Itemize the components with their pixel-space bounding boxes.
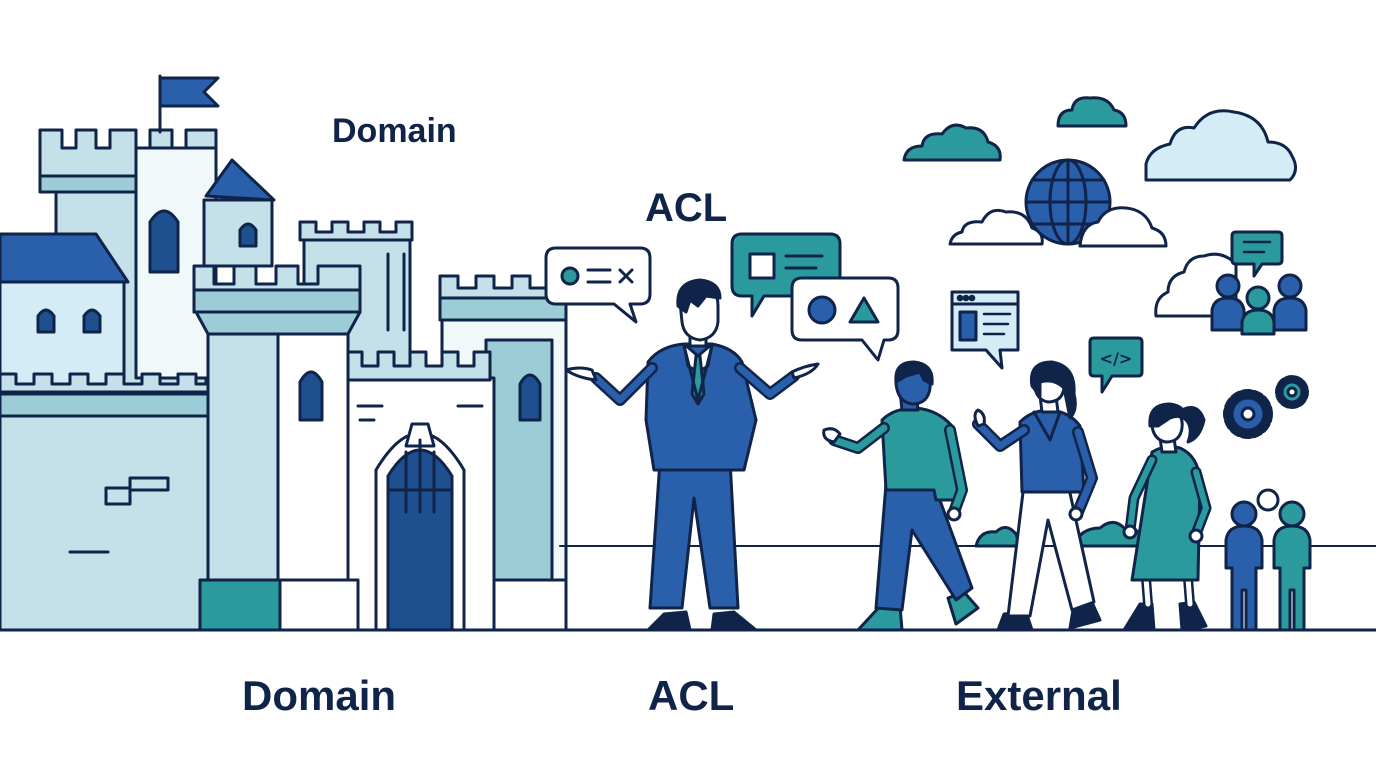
external-person-girl (1122, 402, 1212, 632)
flag-icon (158, 74, 220, 134)
domain-caption: Domain (242, 672, 397, 719)
cloud-icon (1056, 96, 1128, 128)
domain-title-top: Domain (332, 112, 457, 150)
castle (0, 74, 568, 632)
external-person-woman (972, 360, 1102, 632)
browser-icon (950, 290, 1020, 370)
cloud-icon (1144, 109, 1297, 182)
group-icon (1210, 273, 1308, 336)
acl-caption: ACL (648, 672, 735, 719)
acl-person-jacket (644, 342, 758, 472)
castle-roof-left (0, 232, 130, 284)
gear-icon (1223, 375, 1309, 439)
external-caption: External (956, 672, 1122, 719)
shapes-icon (790, 276, 900, 362)
acl-bubbles (544, 232, 900, 362)
globe-icon (1024, 158, 1112, 246)
cloud-icon (1078, 206, 1168, 248)
castle-gate-door (386, 448, 454, 632)
chat-icon (1230, 230, 1284, 278)
external-small-group (1224, 488, 1312, 632)
code-icon: </> (1088, 336, 1144, 394)
castle-left-wall (0, 390, 216, 632)
acl-person (564, 278, 820, 632)
acl-person-legs (648, 458, 740, 610)
equals-icon (544, 246, 652, 324)
code-bubble-text: </> (1100, 349, 1133, 368)
cloud-icon (902, 123, 1002, 162)
external-person-man (822, 360, 980, 632)
external-sky: </> (902, 96, 1309, 548)
castle-window-tower (148, 209, 180, 274)
external-people (822, 360, 1312, 632)
acl-title-top: ACL (645, 186, 728, 230)
